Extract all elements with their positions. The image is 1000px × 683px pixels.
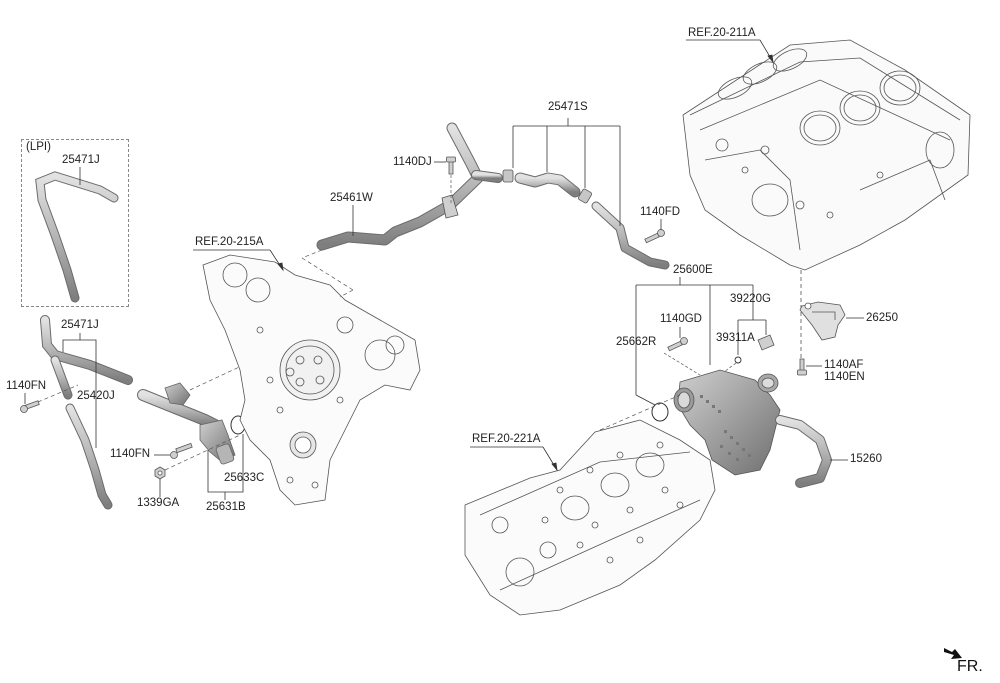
- thermostat-housing: [164, 382, 236, 465]
- label-25471s[interactable]: 25471S: [548, 101, 588, 113]
- bracket-25631b: [207, 434, 244, 500]
- ref-20-221a-leader: [470, 446, 558, 472]
- label-25600e[interactable]: 25600E: [673, 264, 713, 276]
- o-ring-39311a: [734, 356, 742, 364]
- label-25471j[interactable]: 25471J: [61, 319, 99, 331]
- pipe-25420j: [65, 403, 113, 510]
- label-15260[interactable]: 15260: [850, 453, 882, 465]
- bolt-1140dj: [446, 156, 456, 175]
- pipe-25471j: [40, 315, 133, 400]
- dashline-pipe-cover: [301, 249, 323, 259]
- bracket-25471s: [512, 118, 621, 226]
- dashline-cover-pipe: [301, 257, 354, 291]
- cylinder-block: [682, 39, 971, 271]
- pipe-25471j-lpi: [35, 171, 119, 303]
- hose-25471s: [514, 172, 670, 270]
- label-26250[interactable]: 26250: [866, 312, 898, 324]
- label-25461w[interactable]: 25461W: [330, 192, 373, 204]
- nut-1339ga: [154, 466, 166, 480]
- part-26250-shape: [799, 301, 846, 341]
- bolt-1140fn-left: [20, 400, 40, 413]
- bolt-1140fd: [644, 229, 665, 244]
- ref-20-215a-label[interactable]: REF.20-215A: [195, 236, 264, 248]
- dashline-1140gd: [663, 352, 701, 376]
- ref-20-215a-leader: [193, 249, 284, 272]
- front-direction-arrow-icon: [944, 648, 962, 659]
- hose-clamps: [502, 169, 592, 204]
- label-25471j-lpi[interactable]: 25471J: [62, 154, 100, 166]
- label-1140gd[interactable]: 1140GD: [660, 313, 702, 325]
- hose-15260: [775, 415, 832, 488]
- timing-chain-cover: [202, 254, 421, 506]
- sensor-39311a: [757, 334, 775, 351]
- pipe-25461w: [316, 122, 503, 251]
- ref-20-211a-leader: [686, 39, 774, 64]
- label-1140en[interactable]: 1140EN: [824, 371, 865, 383]
- label-1339ga[interactable]: 1339GA: [137, 497, 180, 509]
- dashline-outlet-head: [599, 394, 681, 431]
- label-1140fn-left[interactable]: 1140FN: [6, 380, 47, 392]
- label-39220g[interactable]: 39220G: [730, 293, 771, 305]
- bracket-25471j-25420j: [62, 333, 97, 448]
- label-39311a[interactable]: 39311A: [716, 332, 755, 344]
- bolt-1140gd: [667, 337, 688, 352]
- label-25662r[interactable]: 25662R: [616, 336, 657, 348]
- front-direction-label: FR.: [957, 658, 983, 675]
- pipe-bracket-25461w: [441, 194, 459, 219]
- bolt-dashline-left: [37, 384, 79, 403]
- ref-20-211a-label[interactable]: REF.20-211A: [688, 27, 756, 39]
- o-ring-25662r: [651, 402, 669, 422]
- bolt-1140af: [797, 358, 807, 376]
- label-1140fd[interactable]: 1140FD: [640, 206, 681, 218]
- label-1140af[interactable]: 1140AF: [824, 359, 864, 371]
- bracket-25600e: [635, 277, 754, 406]
- bolt-1140fn-mid: [170, 442, 193, 459]
- lpi-variant-label: (LPI): [26, 141, 51, 153]
- cylinder-head: [464, 419, 716, 616]
- dashline-cover-pipe-2: [339, 289, 354, 298]
- label-25633c[interactable]: 25633C: [224, 472, 265, 484]
- label-1140fn-mid[interactable]: 1140FN: [110, 448, 151, 460]
- label-25631b[interactable]: 25631B: [206, 501, 246, 513]
- ref-20-221a-label[interactable]: REF.20-221A: [472, 433, 541, 445]
- label-1140dj[interactable]: 1140DJ: [393, 156, 432, 168]
- water-outlet-thermostat-housing: [673, 369, 781, 476]
- label-25420j[interactable]: 25420J: [77, 390, 115, 402]
- lpi-variant-box: [21, 139, 129, 307]
- bracket-39220g: [737, 297, 767, 355]
